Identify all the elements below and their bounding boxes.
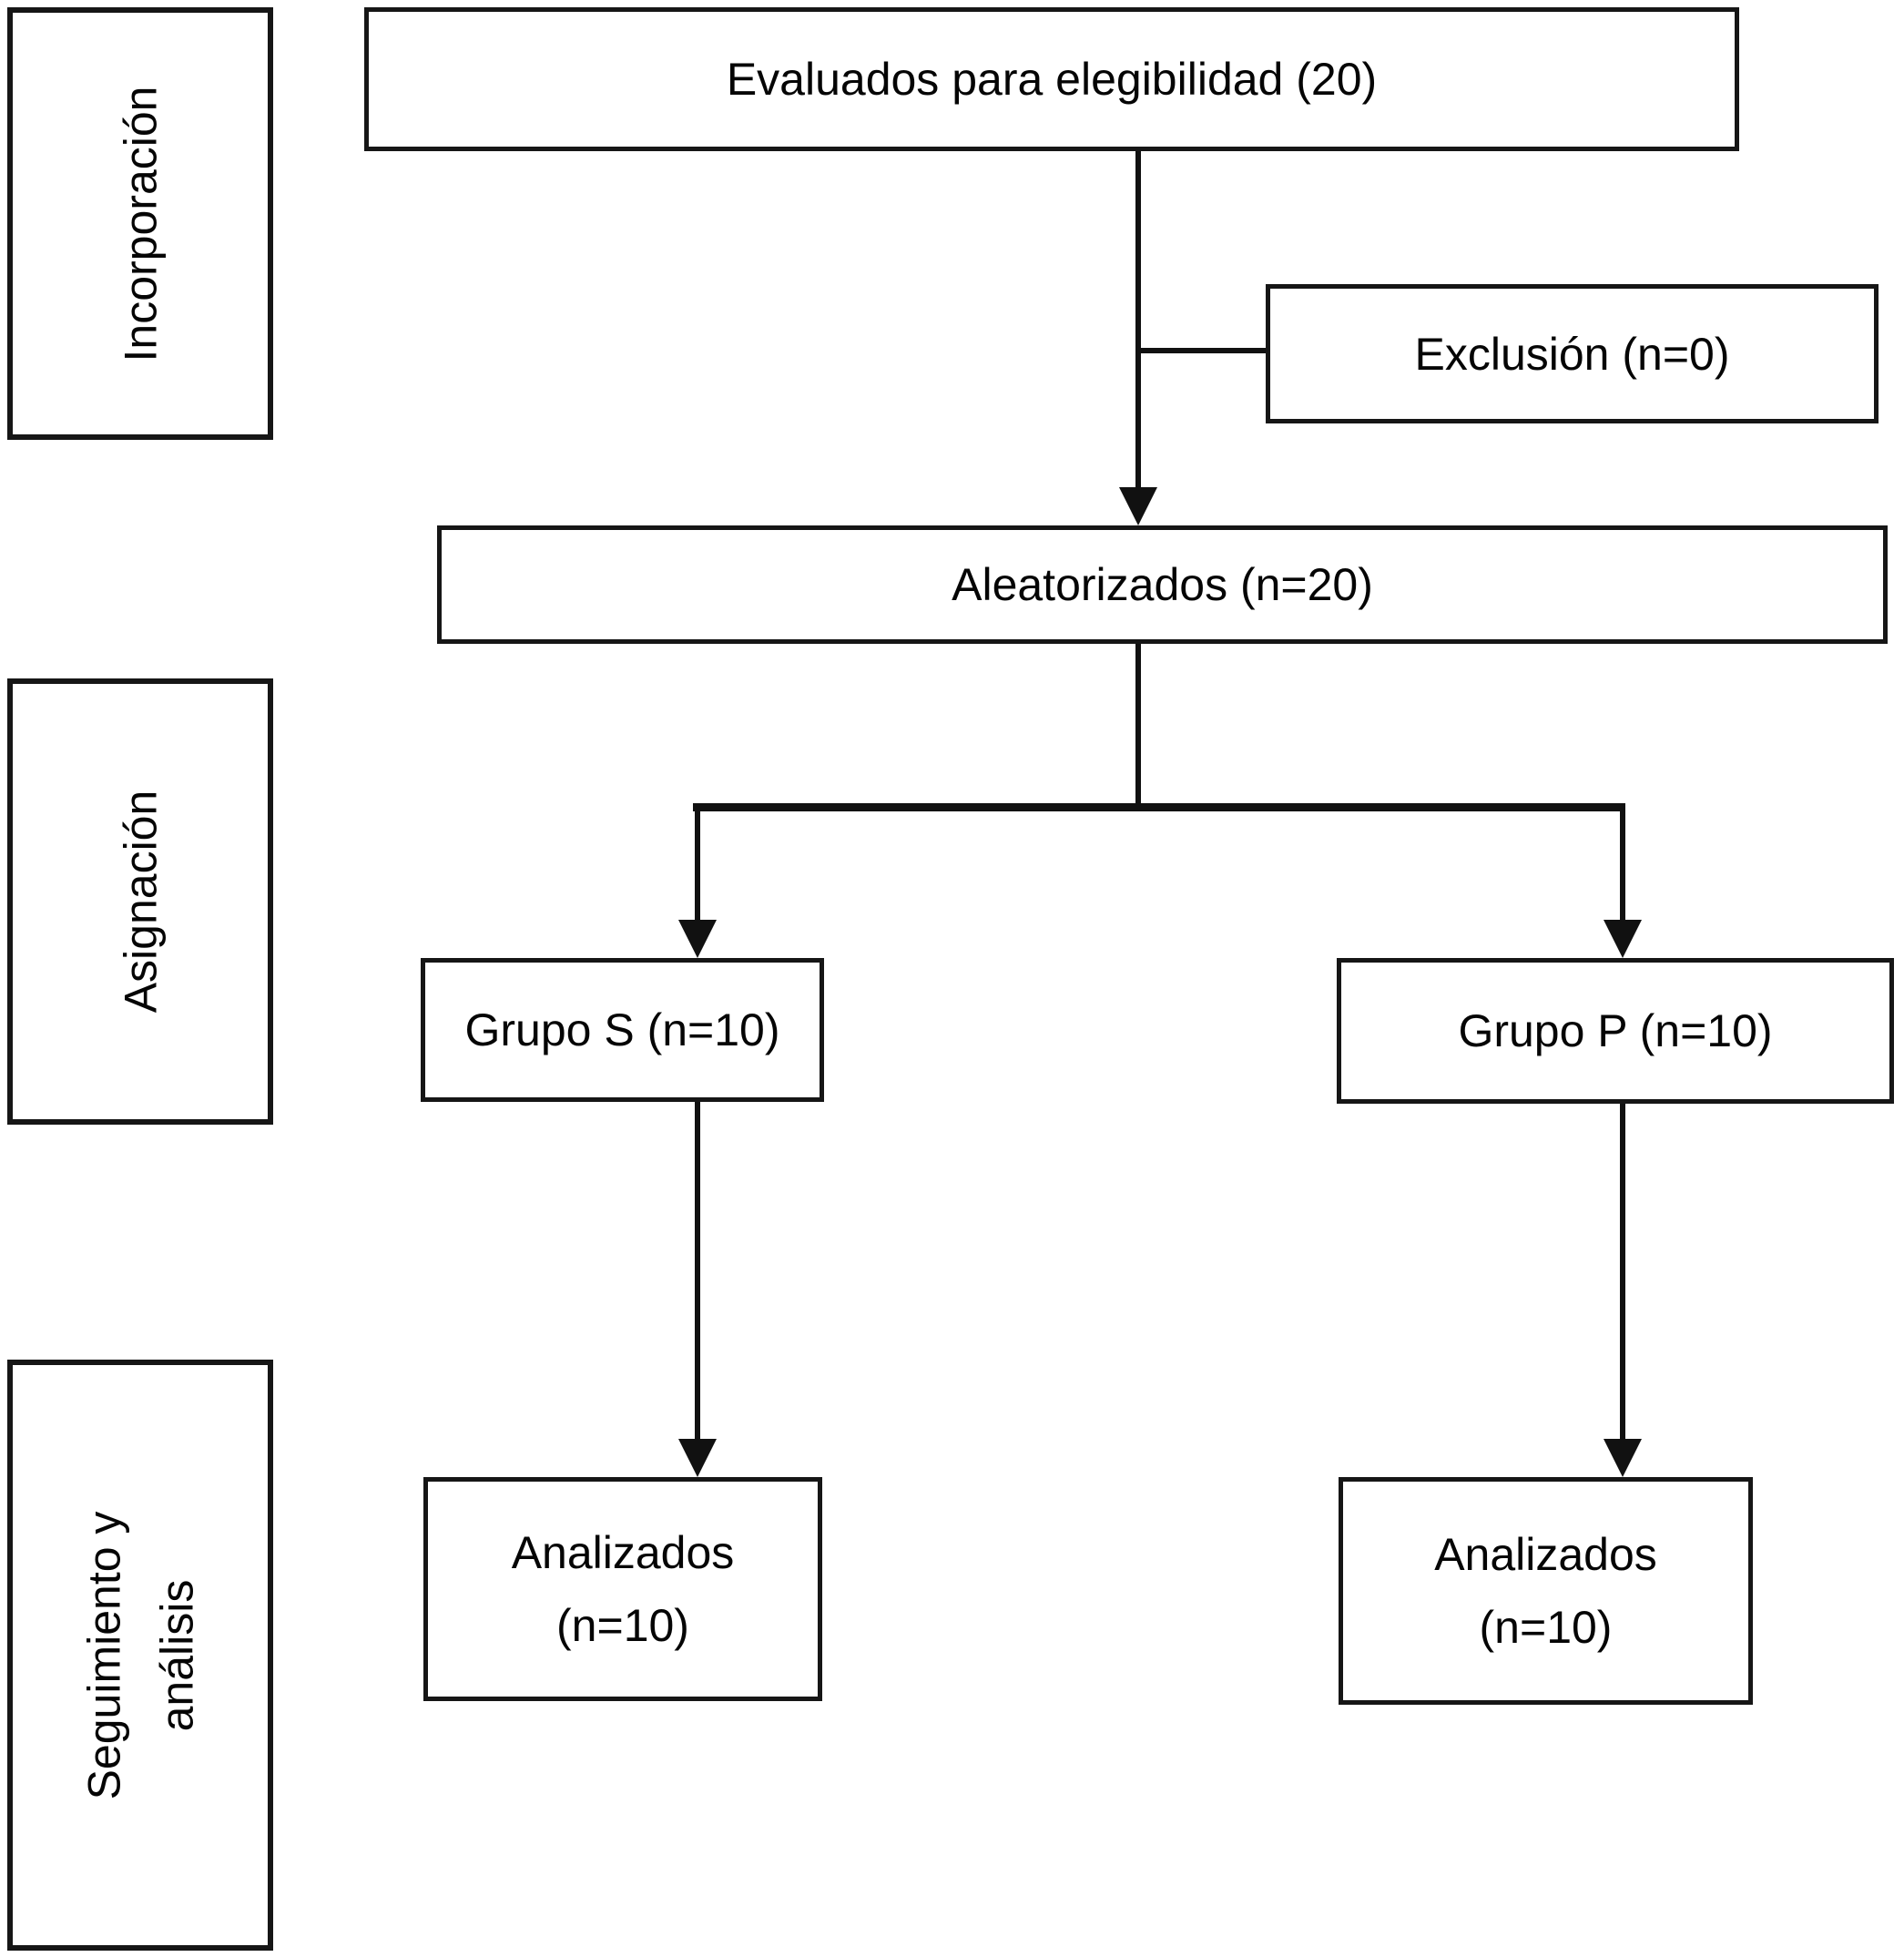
node-aleatorizados-label: Aleatorizados (n=20)	[952, 559, 1373, 610]
node-exclusion-label: Exclusión (n=0)	[1414, 328, 1730, 380]
node-analizados-p-line2: (n=10)	[1479, 1602, 1613, 1653]
connector-to-exclusion	[1138, 348, 1266, 353]
node-analizados-p-line1: Analizados	[1434, 1529, 1657, 1580]
connector-split-to-grupo-s	[695, 803, 700, 922]
node-grupo-p: Grupo P (n=10)	[1337, 958, 1894, 1104]
arrow-down-icon	[678, 920, 717, 958]
node-evaluados: Evaluados para elegibilidad (20)	[364, 7, 1739, 151]
node-analizados-s-line1: Analizados	[511, 1527, 735, 1578]
node-evaluados-label: Evaluados para elegibilidad (20)	[726, 54, 1378, 105]
connector-grupo-s-to-analizados	[695, 1102, 700, 1441]
connector-aleatorizados-stem	[1135, 644, 1141, 809]
node-analizados-s: Analizados (n=10)	[423, 1477, 822, 1701]
connector-split-to-grupo-p	[1620, 803, 1625, 922]
node-grupo-s-label: Grupo S (n=10)	[464, 1004, 780, 1055]
node-grupo-s: Grupo S (n=10)	[421, 958, 824, 1102]
arrow-down-icon	[678, 1439, 717, 1477]
node-aleatorizados: Aleatorizados (n=20)	[437, 525, 1888, 644]
stage-label-line: Incorporación	[115, 86, 166, 362]
connector-grupo-p-to-analizados	[1620, 1104, 1625, 1441]
stage-label-asignacion: Asignación	[104, 790, 177, 1014]
stage-box-asignacion: Asignación	[7, 678, 273, 1125]
stage-box-seguimiento-analisis: Seguimiento y análisis	[7, 1360, 273, 1951]
node-analizados-p: Analizados (n=10)	[1339, 1477, 1753, 1705]
connector-evaluados-to-aleatorizados	[1135, 151, 1141, 488]
arrow-down-icon	[1604, 1439, 1642, 1477]
arrow-down-icon	[1604, 920, 1642, 958]
stage-box-incorporacion: Incorporación	[7, 7, 273, 440]
stage-label-seguimiento-analisis: Seguimiento y análisis	[67, 1511, 213, 1799]
stage-label-line: Asignación	[114, 790, 166, 1014]
arrow-down-icon	[1119, 487, 1157, 525]
stage-label-line: análisis	[151, 1579, 203, 1731]
connector-split-bar	[693, 803, 1625, 811]
stage-label-line: Seguimiento y	[78, 1511, 130, 1799]
node-grupo-p-label: Grupo P (n=10)	[1458, 1005, 1773, 1056]
stage-label-incorporacion: Incorporación	[104, 86, 177, 362]
node-exclusion: Exclusión (n=0)	[1266, 284, 1879, 423]
node-analizados-s-line2: (n=10)	[556, 1600, 689, 1651]
